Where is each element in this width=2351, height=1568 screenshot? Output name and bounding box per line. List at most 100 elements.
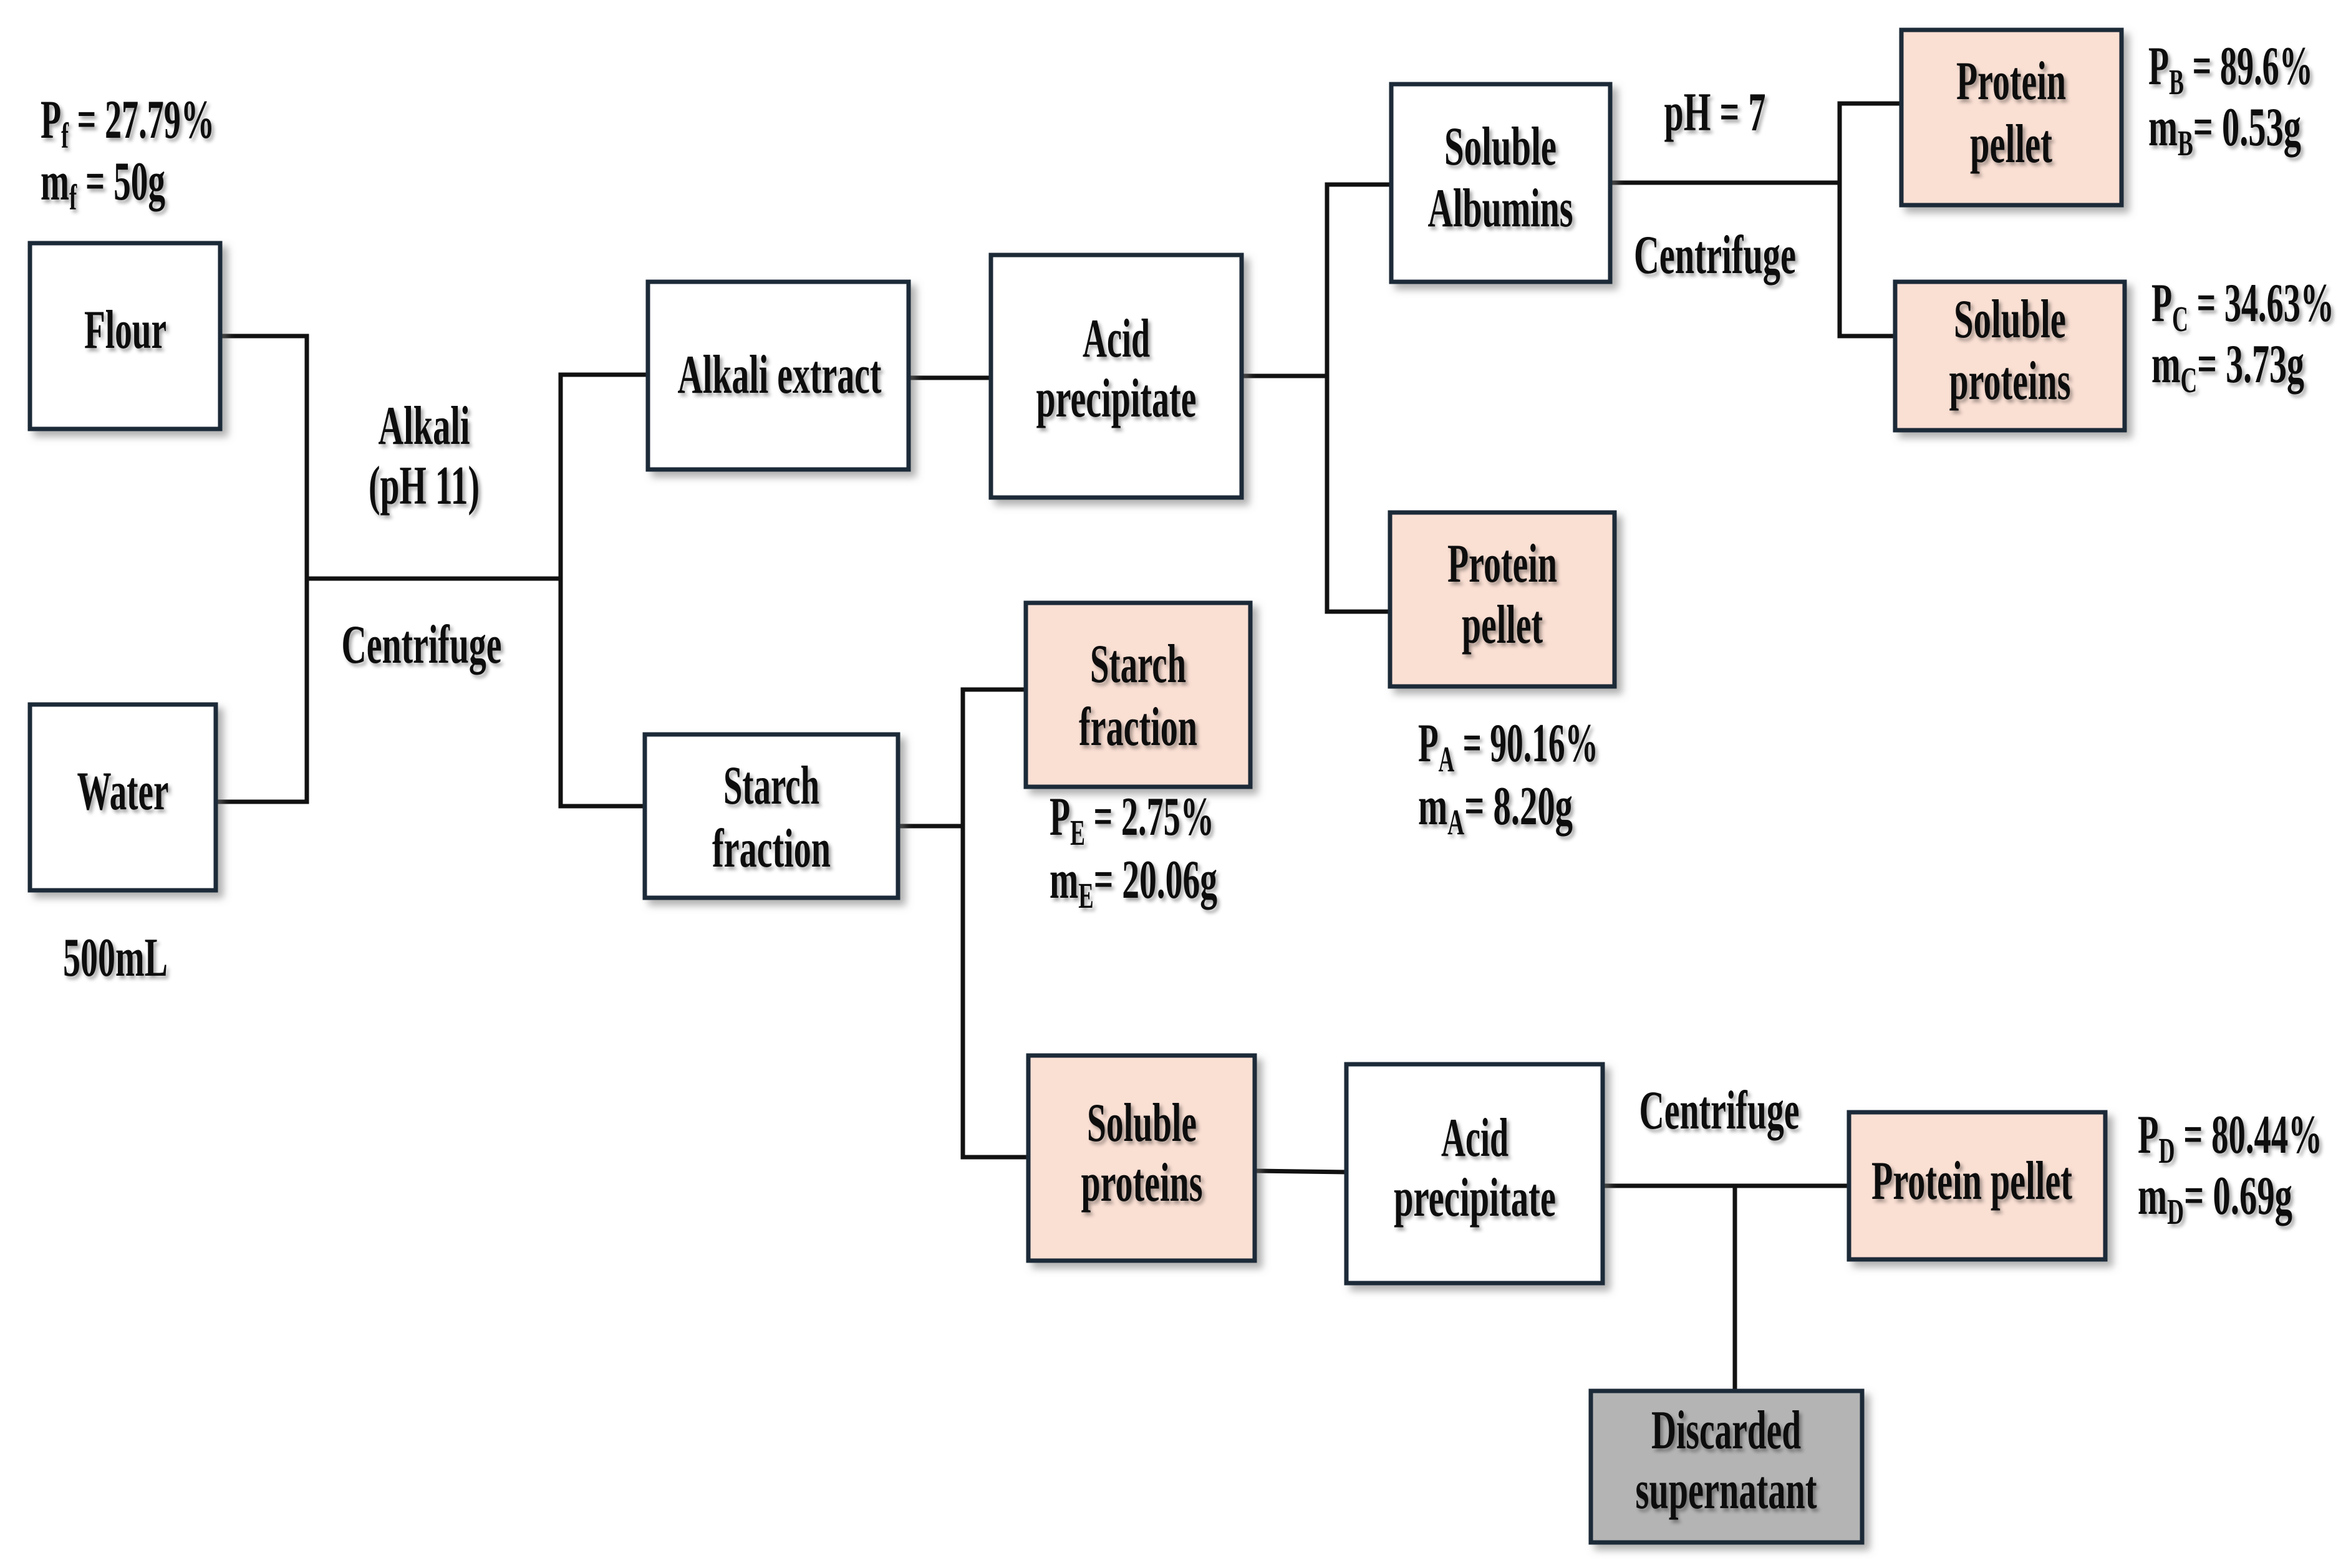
value: = 90.16% [1454, 713, 1598, 774]
value: = 50g [77, 152, 165, 212]
subscript: C [2181, 360, 2198, 400]
subscript: E [1078, 875, 1093, 916]
acid-precipitate-label-line1: Acid [1441, 1108, 1509, 1168]
protein-pellet-box [1899, 27, 2124, 208]
pellet-b-mass: mB= 0.53g [2148, 97, 2301, 163]
alkali-extract-label: Alkali extract [678, 345, 882, 405]
connectors [213, 101, 1904, 1393]
subscript: A [1447, 802, 1464, 842]
symbol: P [1050, 787, 1070, 847]
subscript: C [2172, 299, 2188, 339]
soluble-proteins-box [1026, 1053, 1257, 1263]
pellet-d-mass: mD= 0.69g [2138, 1166, 2292, 1232]
starch-fraction-box [642, 732, 900, 900]
discarded-supernatant-label-line1: Discarded [1651, 1400, 1801, 1461]
alkali-ph-label: (pH 11) [369, 456, 480, 516]
value: = 89.6% [2184, 36, 2313, 97]
water-volume-label: 500mL [63, 928, 168, 988]
starch-fraction-label-line1: Starch [1090, 634, 1186, 695]
starch-e-mass: mE= 20.06g [1050, 850, 1217, 916]
step-labels: Alkali (pH 11) Centrifuge 500mL pH = 7 C… [63, 82, 1800, 1141]
water-label: Water [77, 761, 169, 822]
value: = 0.53g [2193, 97, 2301, 158]
value: = 2.75% [1085, 787, 1214, 847]
ph-7-label: pH = 7 [1664, 82, 1766, 143]
protein-pellet-label-line1: Protein [1447, 534, 1557, 594]
soluble-c-mass: mC= 3.73g [2151, 334, 2304, 400]
symbol: m [41, 152, 69, 212]
centrifuge-label: Centrifuge [1639, 1080, 1800, 1141]
protein-pellet-label-line2: pellet [1462, 595, 1543, 655]
node-protein-pellet-b: Protein pellet [1899, 27, 2124, 208]
value: = 0.69g [2184, 1166, 2292, 1226]
node-acid-precipitate-top: Acid precipitate [988, 253, 1244, 500]
flour-label: Flour [84, 300, 167, 360]
centrifuge-label: Centrifuge [1634, 225, 1796, 286]
acid-precipitate-label-line1: Acid [1083, 309, 1150, 369]
flour-mass: mf = 50g [41, 152, 165, 218]
soluble-proteins-label-line2: proteins [1081, 1153, 1203, 1213]
soluble-albumins-box [1389, 82, 1613, 284]
subscript: f [69, 177, 77, 218]
soluble-proteins-box [1893, 279, 2127, 433]
flour-protein-content: Pf = 27.79% [41, 90, 215, 156]
centrifuge-label: Centrifuge [342, 615, 502, 675]
value: = 80.44% [2175, 1105, 2322, 1165]
discarded-supernatant-box [1588, 1388, 1865, 1545]
symbol: P [2148, 36, 2169, 97]
symbol: m [1418, 776, 1447, 837]
protein-pellet-label-line2: pellet [1970, 114, 2052, 175]
acid-precipitate-box [988, 253, 1244, 500]
protein-pellet-label-line1: Protein [1956, 51, 2066, 112]
starch-e-protein-content: PE = 2.75% [1050, 787, 1214, 853]
node-protein-pellet-a: Protein pellet [1388, 510, 1617, 689]
value: = 34.63% [2188, 273, 2334, 334]
soluble-c-protein-content: PC = 34.63% [2151, 273, 2334, 339]
node-soluble-albumins: Soluble Albumins [1389, 82, 1613, 284]
node-flour: Flour [27, 241, 223, 431]
subscript: D [2167, 1191, 2184, 1232]
soluble-albumins-label-line2: Albumins [1428, 178, 1573, 239]
symbol: m [1050, 850, 1078, 910]
starch-fraction-box [1023, 600, 1253, 789]
alkali-label: Alkali [379, 396, 470, 456]
soluble-proteins-label-line1: Soluble [1954, 289, 2066, 350]
symbol: P [2151, 273, 2172, 334]
value: = 8.20g [1464, 776, 1573, 837]
connector-line [1252, 1168, 1349, 1175]
value: = 3.73g [2197, 334, 2304, 395]
subscript: A [1439, 739, 1455, 779]
soluble-proteins-label-line2: proteins [1949, 351, 2071, 411]
protein-pellet-label: Protein pellet [1871, 1151, 2072, 1211]
node-protein-pellet-d: Protein pellet [1847, 1110, 2108, 1262]
symbol: m [2148, 97, 2178, 158]
soluble-albumins-label-line1: Soluble [1444, 117, 1557, 177]
pellet-b-protein-content: PB = 89.6% [2148, 36, 2313, 102]
node-water: Water [27, 702, 218, 893]
starch-fraction-label-line2: fraction [1079, 697, 1197, 758]
protein-pellet-box [1847, 1110, 2108, 1262]
symbol: m [2151, 334, 2181, 395]
pellet-a-mass: mA= 8.20g [1418, 776, 1573, 842]
flour-box [27, 241, 223, 431]
pellet-d-protein-content: PD = 80.44% [2138, 1105, 2322, 1171]
node-alkali-extract: Alkali extract [645, 279, 911, 472]
value: = 27.79% [69, 90, 215, 150]
symbol: P [41, 90, 61, 150]
alkali-extract-box [645, 279, 911, 472]
starch-fraction-label-line1: Starch [723, 756, 819, 816]
subscript: f [61, 115, 69, 156]
node-discarded-supernatant: Discarded supernatant [1588, 1388, 1865, 1545]
value: = 20.06g [1094, 850, 1217, 910]
protein-pellet-box [1388, 510, 1617, 689]
starch-fraction-label-line2: fraction [712, 819, 831, 879]
symbol: P [1418, 713, 1439, 774]
node-soluble-proteins-c: Soluble proteins [1893, 279, 2127, 433]
subscript: E [1070, 812, 1085, 853]
acid-precipitate-label-line2: precipitate [1394, 1168, 1556, 1228]
subscript: B [2178, 123, 2193, 163]
node-starch-fraction-e: Starch fraction [1023, 600, 1253, 789]
annotations: Pf = 27.79% mf = 50g PB = 89.6% mB= 0.53… [41, 36, 2334, 1232]
node-acid-precipitate-bottom: Acid precipitate [1344, 1062, 1605, 1286]
